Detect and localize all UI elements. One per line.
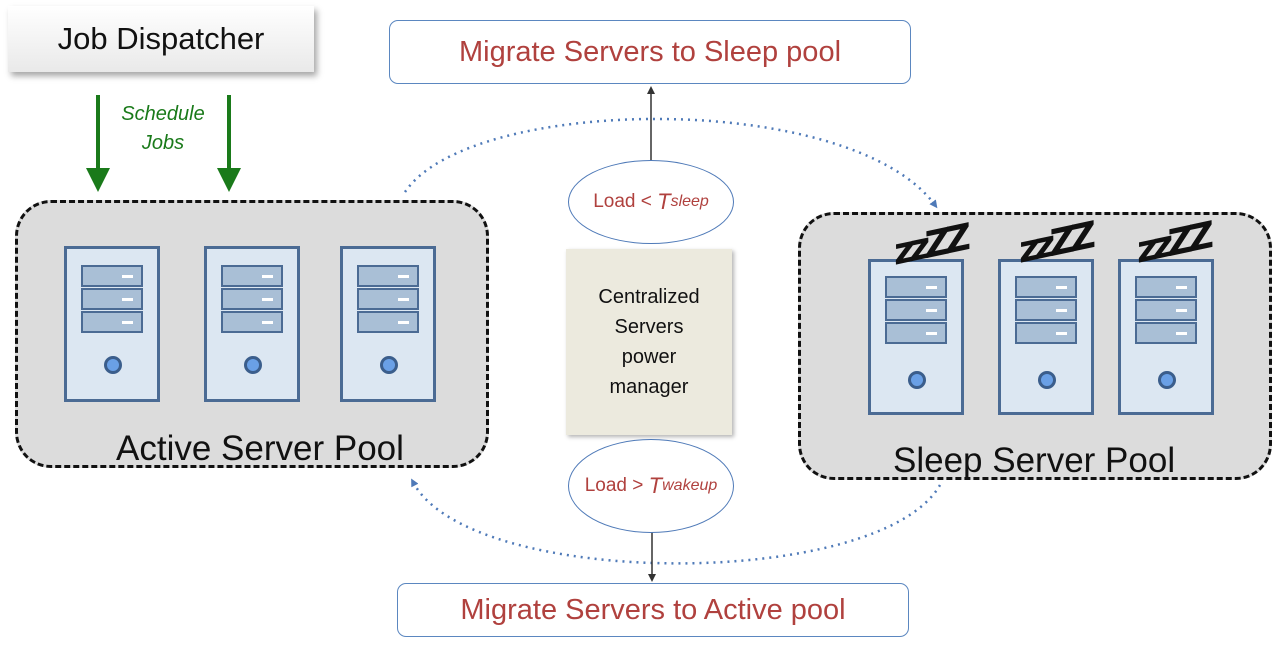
server-drive xyxy=(1015,299,1077,321)
migrate-to-active-label: Migrate Servers to Active pool xyxy=(460,593,846,626)
server-power-led xyxy=(104,356,122,374)
load-wakeup-symbol: T xyxy=(648,473,663,498)
load-wakeup-prefix: Load > xyxy=(584,475,649,496)
server-drive xyxy=(885,299,947,321)
sleep-migration-curve xyxy=(403,117,938,209)
server-drive xyxy=(1015,276,1077,298)
server-power-led xyxy=(380,356,398,374)
server-drive xyxy=(357,288,419,310)
sleep-server-2 xyxy=(998,259,1094,415)
server-power-led xyxy=(908,371,926,389)
migrate-to-sleep-label: Migrate Servers to Sleep pool xyxy=(458,35,842,68)
server-drive xyxy=(221,311,283,333)
schedule-jobs-label: Schedule Jobs xyxy=(110,103,216,155)
manager-line-3: power xyxy=(621,346,677,368)
active-server-3 xyxy=(340,246,436,402)
server-drive xyxy=(81,265,143,287)
job-dispatcher-label: Job Dispatcher xyxy=(57,21,265,56)
active-server-2 xyxy=(204,246,300,402)
server-drive xyxy=(1135,299,1197,321)
active-server-pool: Active Server Pool xyxy=(15,200,489,468)
server-drive xyxy=(221,288,283,310)
server-drive xyxy=(81,288,143,310)
manager-line-1: Centralized xyxy=(598,286,700,308)
sleep-server-3 xyxy=(1118,259,1214,415)
load-sleep-prefix: Load < xyxy=(593,191,658,212)
power-manager-box: Centralized Servers power manager xyxy=(566,249,732,435)
server-drive xyxy=(221,265,283,287)
manager-line-2: Servers xyxy=(614,316,684,338)
load-sleep-subscript: sleep xyxy=(670,193,709,210)
sleep-server-pool: zzZZ zzZZ zzZZ Sleep Server Pool xyxy=(798,212,1272,480)
migrate-to-sleep-box: Migrate Servers to Sleep pool xyxy=(389,20,911,84)
server-drive xyxy=(1015,322,1077,344)
server-power-led xyxy=(1158,371,1176,389)
active-pool-label: Active Server Pool xyxy=(116,429,404,468)
manager-line-4: manager xyxy=(609,376,689,398)
sleep-pool-label: Sleep Server Pool xyxy=(893,441,1176,480)
server-power-led xyxy=(1038,371,1056,389)
server-drive xyxy=(357,311,419,333)
load-sleep-symbol: T xyxy=(657,189,671,214)
server-drive xyxy=(1135,276,1197,298)
server-drive xyxy=(1135,322,1197,344)
server-drive xyxy=(357,265,419,287)
load-wakeup-subscript: wakeup xyxy=(662,477,718,494)
active-server-1 xyxy=(64,246,160,402)
server-drive xyxy=(885,322,947,344)
job-dispatcher-box: Job Dispatcher xyxy=(8,6,314,72)
server-drive xyxy=(885,276,947,298)
sleep-server-1 xyxy=(868,259,964,415)
schedule-line-2: Jobs xyxy=(141,132,185,154)
schedule-line-1: Schedule xyxy=(121,103,205,125)
server-power-led xyxy=(244,356,262,374)
migrate-to-active-box: Migrate Servers to Active pool xyxy=(397,583,909,637)
server-drive xyxy=(81,311,143,333)
